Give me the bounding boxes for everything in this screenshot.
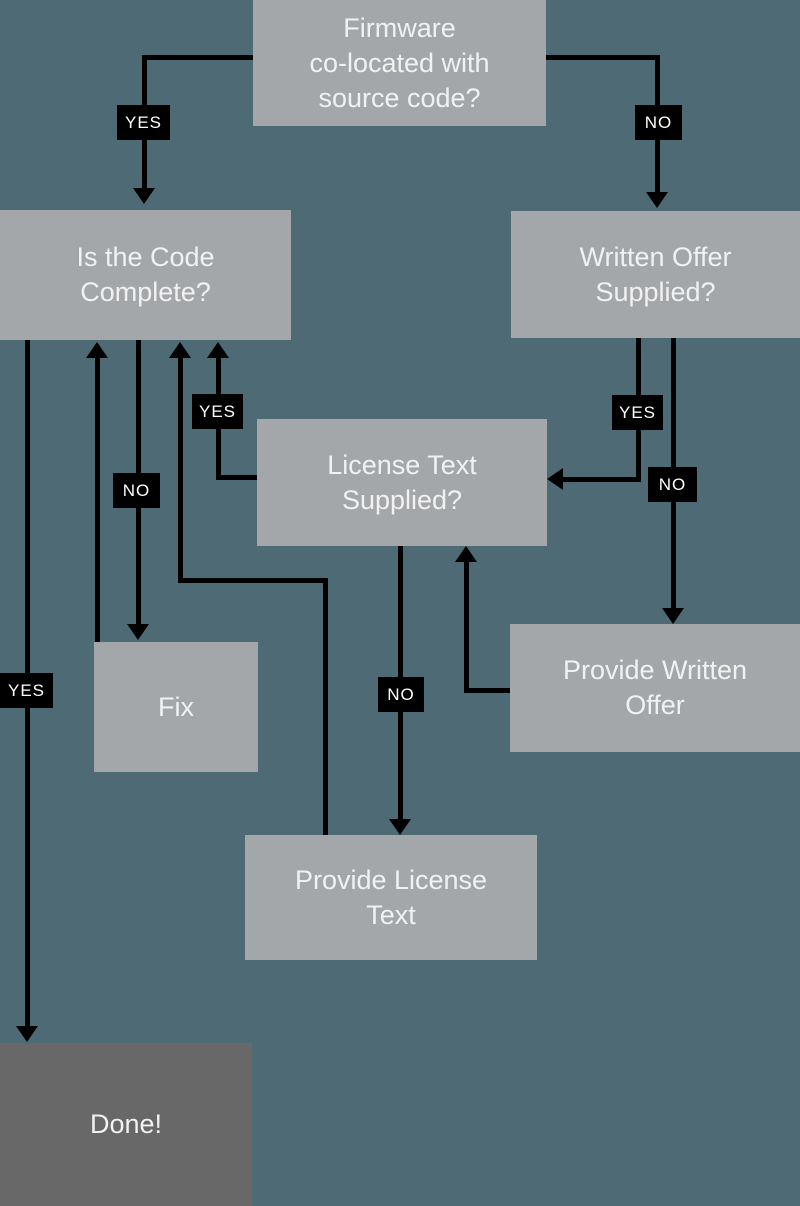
edge-label-firmware-yes: YES	[117, 105, 170, 140]
node-text-line: License Text	[327, 449, 477, 480]
connector-segment	[546, 55, 660, 60]
arrowhead-up-icon	[207, 342, 229, 358]
arrowhead-down-icon	[127, 624, 149, 640]
connector-segment	[558, 477, 641, 482]
node-text-line: Fix	[158, 691, 194, 722]
arrowhead-up-icon	[169, 342, 191, 358]
node-license-text-supplied: License Text Supplied?	[257, 419, 547, 546]
connector-segment	[216, 475, 257, 480]
node-text-line: co-located with	[309, 47, 490, 78]
node-text-line: Supplied?	[595, 276, 716, 307]
connector-segment	[142, 55, 253, 60]
node-text-line: Done!	[89, 1109, 163, 1139]
edge-label-text: NO	[387, 684, 415, 704]
node-text-line: Complete?	[80, 277, 211, 307]
connector-segment	[323, 578, 328, 835]
node-text-line: Is the Code	[76, 242, 215, 272]
node-text-line: Supplied?	[341, 484, 463, 515]
edge-label-written-offer-no: NO	[648, 467, 697, 502]
arrowhead-up-icon	[86, 342, 108, 358]
connector-segment	[655, 140, 660, 192]
node-text-line: Provide Written	[562, 655, 748, 685]
connector-segment	[142, 140, 147, 188]
edge-label-written-offer-yes: YES	[612, 395, 663, 430]
edge-label-text: NO	[658, 474, 687, 494]
node-is-code-complete: Is the Code Complete?	[0, 210, 291, 340]
node-fix: Fix	[94, 642, 258, 772]
arrowhead-down-icon	[646, 192, 668, 208]
connector-segment	[655, 55, 660, 105]
connector-segment	[95, 358, 100, 642]
edge-label-code-complete-yes: YES	[0, 673, 53, 708]
connector-segment	[178, 578, 328, 583]
edge-label-text: YES	[7, 680, 46, 700]
node-text-line: source code?	[318, 82, 481, 113]
edge-label-code-complete-no: NO	[113, 473, 160, 508]
connector-segment	[464, 688, 510, 693]
edge-label-text: NO	[122, 480, 151, 500]
edge-label-text: YES	[198, 401, 237, 421]
node-text-line: Written Offer	[579, 241, 732, 272]
arrowhead-down-icon	[133, 188, 155, 204]
node-text-line: Firmware	[343, 12, 456, 43]
edge-label-text: NO	[644, 112, 673, 132]
arrowhead-down-icon	[389, 819, 411, 835]
node-text-line: Text	[366, 899, 416, 930]
connector-segment	[464, 562, 469, 693]
edge-label-license-text-no: NO	[378, 677, 424, 712]
edge-label-text: YES	[618, 402, 657, 422]
edge-label-license-text-yes: YES	[192, 394, 243, 429]
arrowhead-left-icon	[547, 468, 563, 490]
edge-label-text: YES	[124, 112, 163, 132]
node-written-offer-supplied: Written Offer Supplied?	[511, 211, 800, 338]
connector-segment	[178, 358, 183, 583]
node-firmware-colocated: Firmware co-located with source code?	[253, 0, 546, 126]
arrowhead-down-icon	[662, 608, 684, 624]
node-done: Done!	[0, 1043, 252, 1206]
arrowhead-down-icon	[16, 1026, 38, 1042]
edge-label-firmware-no: NO	[635, 105, 682, 140]
connector-segment	[142, 55, 147, 105]
node-text-line: Offer	[625, 690, 685, 720]
node-provide-written-offer: Provide Written Offer	[510, 624, 800, 752]
arrowhead-up-icon	[455, 546, 477, 562]
node-text-line: Provide License	[294, 864, 488, 895]
node-provide-license-text: Provide License Text	[245, 835, 537, 960]
